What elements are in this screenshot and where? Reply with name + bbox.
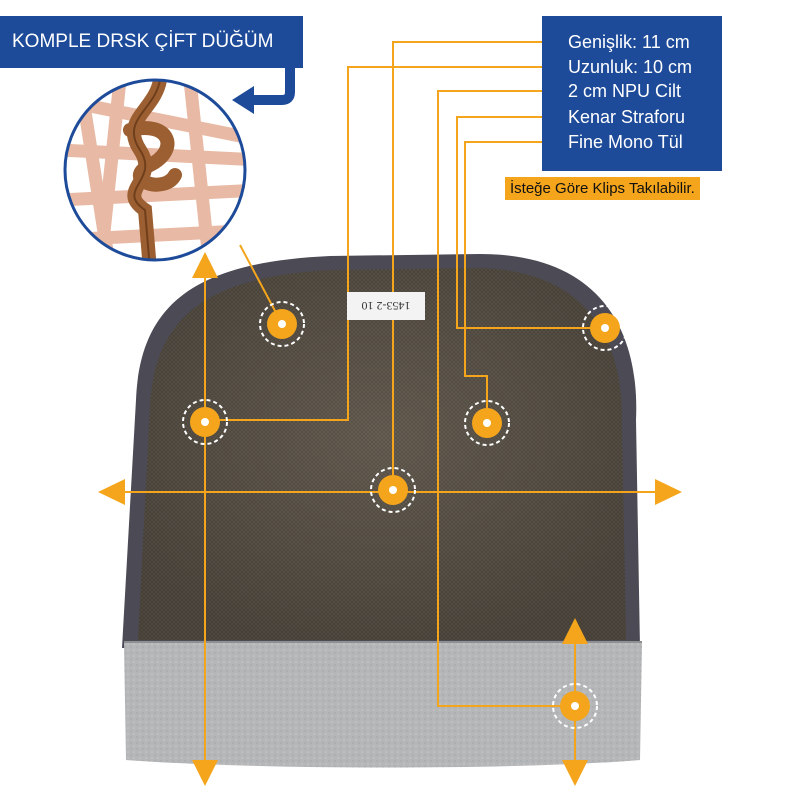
banner-arrow	[250, 68, 295, 105]
marker-edge	[582, 305, 628, 351]
clip-option-note: İsteğe Göre Klips Takılabilir.	[505, 177, 700, 200]
marker-length	[370, 467, 416, 513]
marker-mono	[464, 400, 510, 446]
spec-mono-mesh: Fine Mono Tül	[568, 132, 683, 152]
hair-system-base	[122, 254, 642, 768]
spec-edge-foam: Kenar Straforu	[568, 107, 686, 127]
marker-knot	[259, 301, 305, 347]
spec-panel	[542, 16, 722, 171]
product-tag: 1453-2 10	[347, 292, 425, 320]
marker-npu	[552, 683, 598, 729]
marker-width	[182, 399, 228, 445]
npu-skin-strip	[124, 642, 642, 768]
dimension-arrows	[98, 252, 682, 786]
spec-width: Genişlik: 11 cm	[568, 32, 690, 52]
knot-type-banner: KOMPLE DRSK ÇİFT DÜĞÜM	[0, 16, 303, 68]
knot-zoom-illustration	[63, 78, 247, 262]
banner-arrow-head	[232, 86, 254, 114]
marker-points	[182, 301, 628, 729]
spec-length: Uzunluk: 10 cm	[568, 57, 693, 77]
spec-npu-skin: 2 cm NPU Cilt	[568, 81, 682, 101]
